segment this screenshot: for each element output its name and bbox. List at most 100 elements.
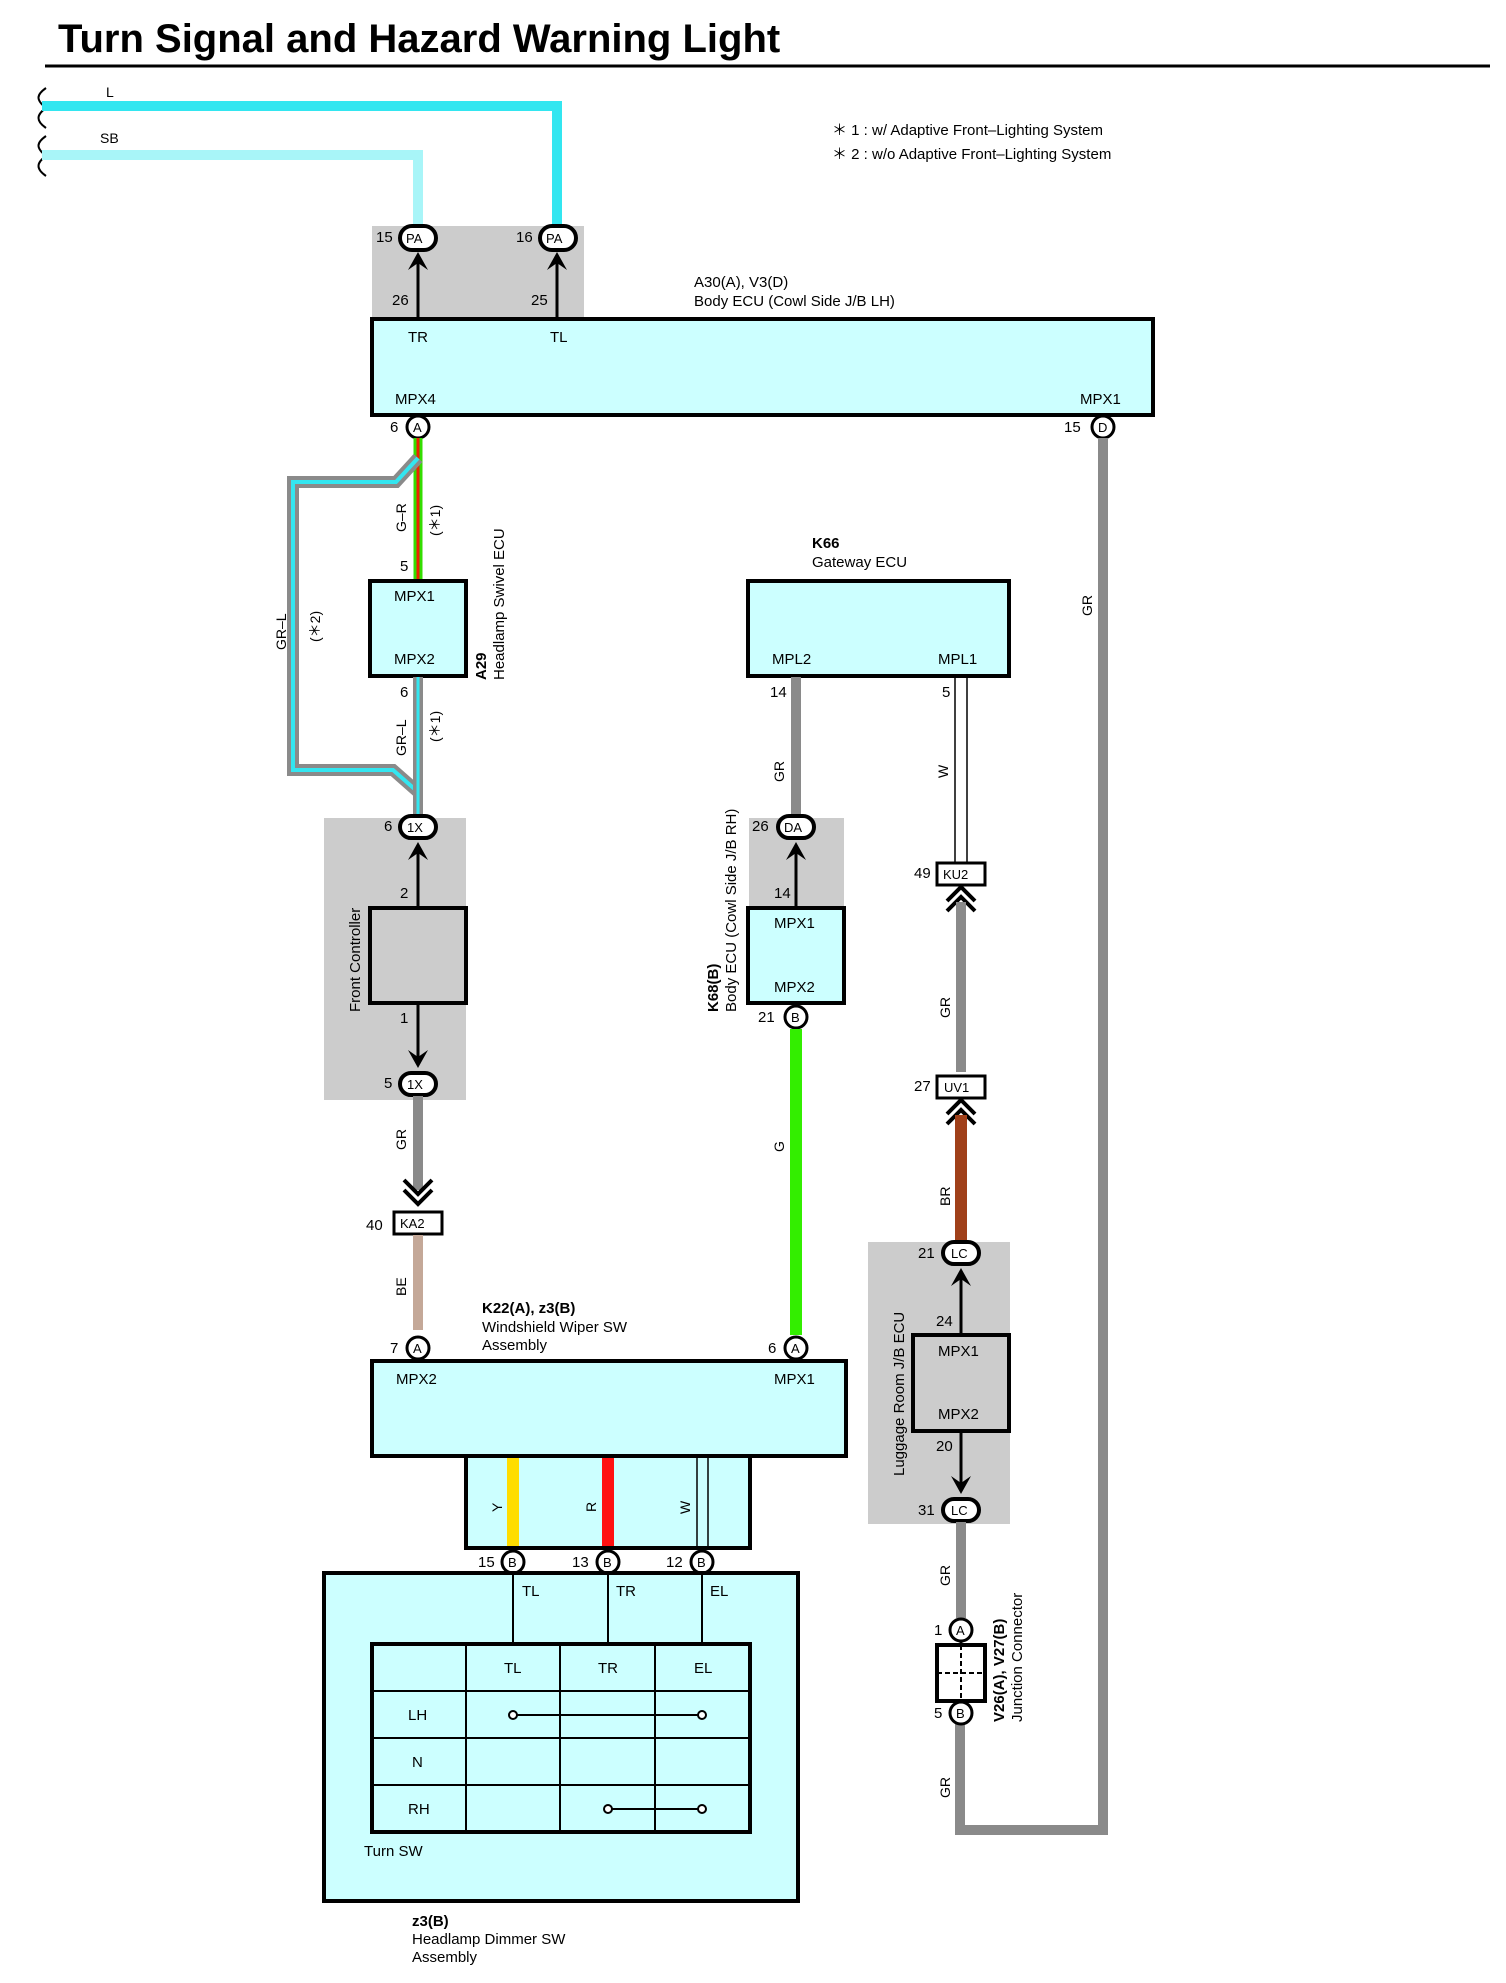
luggage-ecu-box xyxy=(911,1333,1011,1433)
mpx4-pin: 6 xyxy=(390,419,398,436)
wire-SB xyxy=(42,150,423,224)
wiper-pin-tr: 13 xyxy=(572,1554,589,1571)
turn-sw-label: Turn SW xyxy=(364,1843,423,1860)
da-connector: DA xyxy=(776,814,816,840)
table-row-n: N xyxy=(412,1754,423,1771)
rh-arrow xyxy=(786,842,806,860)
tr-arrow xyxy=(408,252,428,270)
gateway-name: Gateway ECU xyxy=(812,554,907,571)
note-1: ＊ 1 : w/ Adaptive Front–Lighting System xyxy=(832,122,1103,139)
fc-pin-in: 2 xyxy=(400,885,408,902)
svg-text:PA: PA xyxy=(406,231,423,246)
lc-mpx1: MPX1 xyxy=(938,1343,979,1360)
svg-text:KU2: KU2 xyxy=(943,867,968,882)
svg-text:B: B xyxy=(603,1555,612,1570)
body-ecu-box xyxy=(370,317,1155,417)
svg-text:B: B xyxy=(791,1010,800,1025)
headlamp-swivel-box xyxy=(368,579,468,678)
svg-text:A: A xyxy=(791,1341,800,1356)
jc-name: Junction Connector xyxy=(1009,1593,1026,1722)
gateway-box xyxy=(746,579,1011,678)
wire-gr-right-label: GR xyxy=(1079,595,1095,616)
svg-text:B: B xyxy=(956,1706,965,1721)
table-header-tr: TR xyxy=(598,1660,618,1677)
wire-gr-jc-label: GR xyxy=(937,1777,953,1798)
body-ecu-tr: TR xyxy=(408,329,428,346)
jc-pin-b: 5 xyxy=(934,1705,942,1722)
jc-connector-b: B xyxy=(948,1700,974,1726)
fc-top-pin: 6 xyxy=(384,818,392,835)
rh-pin-top: 14 xyxy=(774,885,791,902)
wire-L-label: L xyxy=(106,84,114,100)
mpx1-connector-d: D xyxy=(1090,414,1116,440)
mpx1-pin: 15 xyxy=(1064,419,1081,436)
gateway-pin-mpl2: 14 xyxy=(770,684,787,701)
body-ecu-name: Body ECU (Cowl Side J/B LH) xyxy=(694,293,895,310)
rh-mpx2: MPX2 xyxy=(774,979,815,996)
wiper-connector-mpx1: A xyxy=(783,1335,809,1361)
wire-gr-gateway-label: GR xyxy=(771,761,787,782)
front-controller-box xyxy=(368,906,468,1005)
wiper-pin-mpx1: 6 xyxy=(768,1340,776,1357)
rh-connector-b: B xyxy=(783,1004,809,1030)
fc-in-arrow xyxy=(408,842,428,860)
svg-text:PA: PA xyxy=(546,231,563,246)
fc-bottom-pin: 5 xyxy=(384,1075,392,1092)
svg-text:LC: LC xyxy=(951,1503,968,1518)
svg-text:A: A xyxy=(413,420,422,435)
svg-text:A: A xyxy=(956,1623,965,1638)
gateway-code: K66 xyxy=(812,535,840,552)
lc-mpx2: MPX2 xyxy=(938,1406,979,1423)
wiper-mpx1: MPX1 xyxy=(774,1371,815,1388)
svg-text:1X: 1X xyxy=(407,1077,423,1092)
dimmer-tl: TL xyxy=(522,1583,540,1600)
rh-name: Body ECU (Cowl Side J/B RH) xyxy=(723,809,740,1012)
pa-right-pin: 16 xyxy=(516,229,533,246)
wire-gr-ku2-label: GR xyxy=(937,997,953,1018)
gateway-mpl1: MPL1 xyxy=(938,651,977,668)
fc-name: Front Controller xyxy=(347,908,364,1012)
wire-gr-r-label: G–R xyxy=(393,503,409,532)
body-ecu-mpx4: MPX4 xyxy=(395,391,436,408)
swivel-name: Headlamp Swivel ECU xyxy=(491,528,508,680)
lc-pin-out: 20 xyxy=(936,1438,953,1455)
lc-bottom-connector: LC xyxy=(941,1497,981,1523)
wiper-connector-mpx2: A xyxy=(405,1335,431,1361)
jc-connector-a: A xyxy=(948,1617,974,1643)
wire-gr-l-bypass-inner xyxy=(291,456,420,794)
ku2-connector: KU2 xyxy=(935,861,987,887)
wiper-code: K22(A), z3(B) xyxy=(482,1300,575,1317)
ku2-pin: 49 xyxy=(914,865,931,882)
ka2-chevron xyxy=(402,1178,434,1207)
gateway-mpl2: MPL2 xyxy=(772,651,811,668)
wiper-name: Windshield Wiper SW xyxy=(482,1319,628,1336)
wire-gr-front-label: GR xyxy=(393,1129,409,1150)
ka2-connector: KA2 xyxy=(392,1210,444,1236)
svg-text:LC: LC xyxy=(951,1246,968,1261)
pa-right-connector: PA xyxy=(538,224,578,252)
swivel-code: A29 xyxy=(473,652,490,680)
fc-bottom-connector: 1X xyxy=(398,1071,438,1097)
wire-gr-l-left-note: (＊2) xyxy=(307,611,323,642)
wiper-name2: Assembly xyxy=(482,1337,548,1354)
dimmer-el: EL xyxy=(710,1583,728,1600)
wiper-box xyxy=(370,1359,848,1458)
svg-text:KA2: KA2 xyxy=(400,1216,425,1231)
swivel-mpx1: MPX1 xyxy=(394,588,435,605)
wiper-connector-b-el: B xyxy=(689,1549,715,1575)
dimmer-name2: Assembly xyxy=(412,1949,478,1966)
tl-arrow xyxy=(547,252,567,270)
wire-gr-right-loop xyxy=(955,438,1108,1835)
table-header-tl: TL xyxy=(504,1660,522,1677)
pin-26: 26 xyxy=(392,292,409,309)
wire-w-label: W xyxy=(935,764,951,778)
da-pin: 26 xyxy=(752,818,769,835)
continuity-lh xyxy=(508,1710,707,1720)
fc-out-arrow xyxy=(408,1050,428,1068)
pa-left-pin: 15 xyxy=(376,229,393,246)
lc-bottom-pin: 31 xyxy=(918,1502,935,1519)
pin-25: 25 xyxy=(531,292,548,309)
wire-gr-lc-label: GR xyxy=(937,1565,953,1586)
wire-gr-l-left-label: GR–L xyxy=(273,613,289,650)
